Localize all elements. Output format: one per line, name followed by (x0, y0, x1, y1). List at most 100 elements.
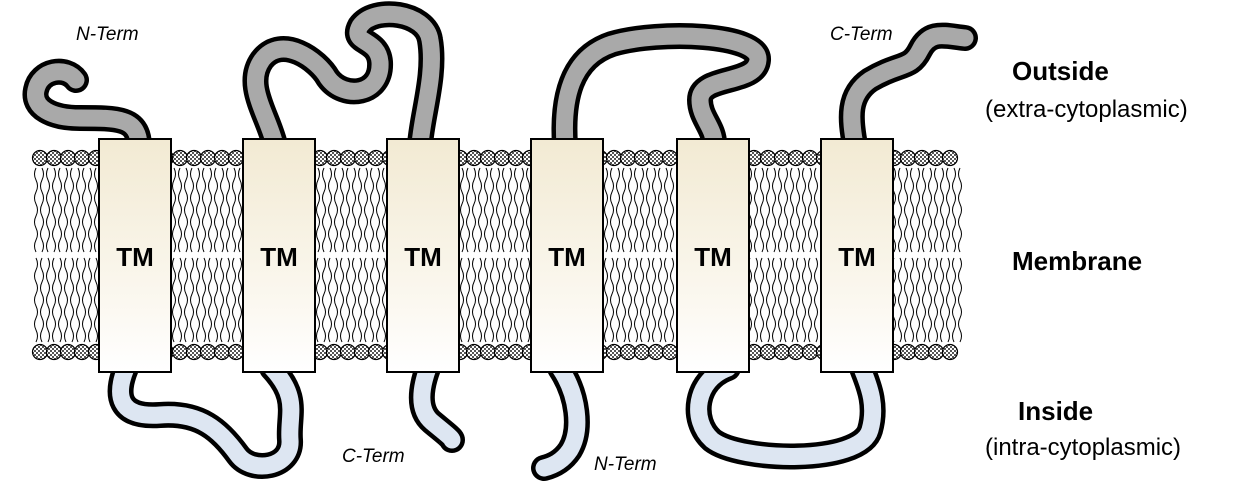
lipid-tail (941, 168, 944, 252)
inside-region-label: Inside (1018, 396, 1093, 427)
lipid-tail (353, 168, 356, 252)
lipid-tail (647, 258, 650, 342)
lipid-head (61, 345, 76, 360)
lipid-head (215, 151, 230, 166)
lipid-head (327, 345, 342, 360)
inside-title: Inside (1018, 396, 1093, 427)
lipid-tail (341, 258, 344, 342)
lipid-head (215, 345, 230, 360)
lipid-head (649, 345, 664, 360)
lipid-tail (173, 168, 176, 252)
lipid-tail (815, 258, 818, 342)
transmembrane-segments: TM TM TM TM TM TM (99, 139, 893, 372)
lipid-head (75, 345, 90, 360)
lipid-tail (611, 168, 614, 252)
membrane-region-label: Membrane (1012, 246, 1142, 277)
lipid-tail (767, 258, 770, 342)
lipid-tail (791, 258, 794, 342)
lipid-head (495, 345, 510, 360)
tm-segment-5: TM (677, 139, 749, 372)
lipid-tail (215, 168, 218, 252)
lipid-head (803, 151, 818, 166)
lipid-tail (797, 258, 800, 342)
lipid-tail (239, 168, 242, 252)
lipid-tail (383, 168, 386, 252)
lipid-tail (467, 168, 470, 252)
lipid-head (761, 345, 776, 360)
lipid-tail (623, 258, 626, 342)
lipid-tail (53, 168, 56, 252)
lipid-tail (461, 168, 464, 252)
lipid-tail (911, 168, 914, 252)
lipid-head (901, 345, 916, 360)
lipid-head (775, 345, 790, 360)
lipid-head (75, 151, 90, 166)
lipid-tail (215, 258, 218, 342)
inside-region-sublabel: (intra-cytoplasmic) (985, 434, 1181, 462)
lipid-head (509, 151, 524, 166)
lipid-head (327, 151, 342, 166)
lipid-tail (203, 258, 206, 342)
lipid-tail (65, 258, 68, 342)
lipid-tail (185, 258, 188, 342)
lipid-head (607, 151, 622, 166)
lipid-tail (179, 258, 182, 342)
lipid-tail (341, 168, 344, 252)
lipid-head (33, 151, 48, 166)
lipid-tail (359, 168, 362, 252)
lipid-head (369, 345, 384, 360)
lipid-tail (329, 168, 332, 252)
lipid-tail (77, 258, 80, 342)
lipid-tail (629, 168, 632, 252)
lipid-tail (359, 258, 362, 342)
lipid-tail (47, 168, 50, 252)
tm-label-6: TM (838, 242, 876, 272)
lipid-tail (347, 168, 350, 252)
lipid-tail (527, 258, 530, 342)
lipid-tail (785, 168, 788, 252)
lipid-tail (515, 168, 518, 252)
lipid-head (481, 151, 496, 166)
lipid-tail (761, 168, 764, 252)
lipid-tail (209, 258, 212, 342)
tm-segment-6: TM (821, 139, 893, 372)
lipid-head (761, 151, 776, 166)
tm-label-5: TM (694, 242, 732, 272)
lipid-head (649, 151, 664, 166)
lipid-tail (935, 258, 938, 342)
lipid-head (201, 151, 216, 166)
lipid-tail (323, 168, 326, 252)
lipid-tail (905, 168, 908, 252)
outside-region-label: Outside (1012, 56, 1109, 87)
lipid-tail (365, 168, 368, 252)
lipid-tail (371, 168, 374, 252)
lipid-tail (329, 258, 332, 342)
lipid-tail (659, 258, 662, 342)
lipid-tail (779, 168, 782, 252)
lipid-tail (473, 258, 476, 342)
lipid-tail (191, 258, 194, 342)
lipid-head (789, 151, 804, 166)
lipid-tail (95, 258, 98, 342)
lipid-tail (227, 168, 230, 252)
lipid-tail (641, 258, 644, 342)
lipid-head (663, 151, 678, 166)
lipid-tail (947, 168, 950, 252)
lipid-head (187, 345, 202, 360)
c-term-outside-label: C-Term (830, 24, 893, 45)
lipid-tail (755, 258, 758, 342)
tm-segment-3: TM (387, 139, 459, 372)
extracellular-loops (35, 14, 965, 145)
tm-segment-4: TM (531, 139, 603, 372)
lipid-tail (629, 258, 632, 342)
lipid-tail (803, 168, 806, 252)
lipid-tail (461, 258, 464, 342)
lipid-tail (917, 168, 920, 252)
lipid-head (803, 345, 818, 360)
lipid-head (33, 345, 48, 360)
lipid-head (635, 151, 650, 166)
lipid-tail (653, 258, 656, 342)
lipid-head (901, 151, 916, 166)
lipid-tail (641, 168, 644, 252)
outside-subtitle: (extra-cytoplasmic) (985, 96, 1188, 124)
